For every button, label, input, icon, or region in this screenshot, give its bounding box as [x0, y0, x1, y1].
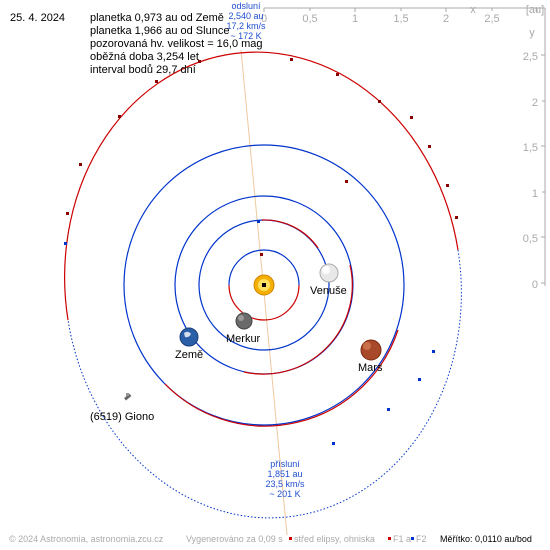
date-label: 25. 4. 2024 [10, 12, 66, 24]
earth-label: Země [175, 349, 203, 361]
legend-center-text: střed elipsy, ohniska [294, 534, 375, 544]
mercury-label: Merkur [226, 333, 261, 345]
orbit-interval-markers [66, 58, 458, 256]
perihelion-label: přísluní 1,851 au 23,5 km/s ~ 201 K [265, 459, 305, 499]
legend-f2-marker [411, 537, 414, 540]
venus-orbit-red-arc [261, 219, 319, 249]
info-point-interval: interval bodů 29,7 dní [90, 64, 196, 76]
earth-orbit-red-arc [243, 264, 353, 375]
aphelion-title: odsluní [231, 1, 261, 11]
orbit-interval-markers-blue [64, 220, 435, 445]
generated-time-text: Vygenerováno za 0,09 s [186, 534, 283, 544]
info-earth-distance: planetka 0,973 au od Země [90, 12, 224, 24]
legend-center-marker [289, 537, 292, 540]
earth [179, 327, 199, 347]
y-tick-label: 1 [532, 188, 538, 200]
mars-orbit-red-arc [164, 329, 399, 427]
info-orbital-period: oběžná doba 3,254 let [90, 51, 199, 63]
info-sun-distance: planetka 1,966 au od Slunce [90, 25, 230, 37]
aphelion-label: odsluní 2,540 au 17,2 km/s ~ 172 K [226, 1, 266, 41]
mars-label: Mars [358, 362, 383, 374]
aphelion-distance: 2,540 au [228, 11, 263, 21]
perihelion-title: přísluní [270, 459, 300, 469]
x-tick-label: 2 [443, 13, 449, 25]
x-tick-label: 1,5 [393, 13, 408, 25]
legend-f1-marker [388, 537, 391, 540]
mercury-orbit-upper [228, 249, 300, 286]
perihelion-speed: 23,5 km/s [265, 479, 305, 489]
x-tick-label: 2,5 [484, 13, 499, 25]
y-tick-label: 0 [532, 279, 538, 291]
mercury [235, 312, 253, 330]
perihelion-distance: 1,851 au [267, 469, 302, 479]
mercury-orbit-lower [228, 284, 300, 321]
x-tick-label: 0 [261, 13, 267, 25]
perihelion-temperature: ~ 201 K [269, 489, 300, 499]
x-tick-label: 1 [352, 13, 358, 25]
aphelion-temperature: ~ 172 K [230, 31, 261, 41]
legend-f2-text: F2 [416, 534, 427, 544]
legend-f1-text: F1 a [393, 534, 412, 544]
x-tick-label: 0,5 [302, 13, 317, 25]
y-tick-label: 2,5 [523, 51, 538, 63]
venus [319, 263, 339, 283]
axis-group: 0 0,5 1 1,5 2 2,5 x [au] 2,5 2 1,5 1 0,5… [261, 4, 546, 291]
venus-label: Venuše [310, 285, 347, 297]
y-axis-label: y [529, 27, 535, 39]
sun [253, 274, 275, 296]
mars-orbit [123, 144, 405, 426]
asteroid-orbit-blue [67, 249, 462, 519]
mars [360, 339, 382, 361]
aphelion-speed: 17,2 km/s [226, 21, 266, 31]
y-tick-label: 2 [532, 97, 538, 109]
y-tick-label: 1,5 [523, 142, 538, 154]
scale-text: Měřítko: 0,0110 au/bod [440, 534, 532, 544]
y-tick-label: 0,5 [523, 233, 538, 245]
asteroid-marker [124, 393, 132, 401]
copyright-text: © 2024 Astronomia, astronomia.zcu.cz [9, 534, 164, 544]
x-axis-label: x [470, 4, 476, 16]
asteroid-label: (6519) Giono [90, 411, 154, 423]
asteroid-orbit-red [64, 51, 459, 321]
info-magnitude: pozorovaná hv. velikost = 16,0 mag [90, 38, 263, 50]
axis-unit-label: [au] [526, 4, 544, 16]
